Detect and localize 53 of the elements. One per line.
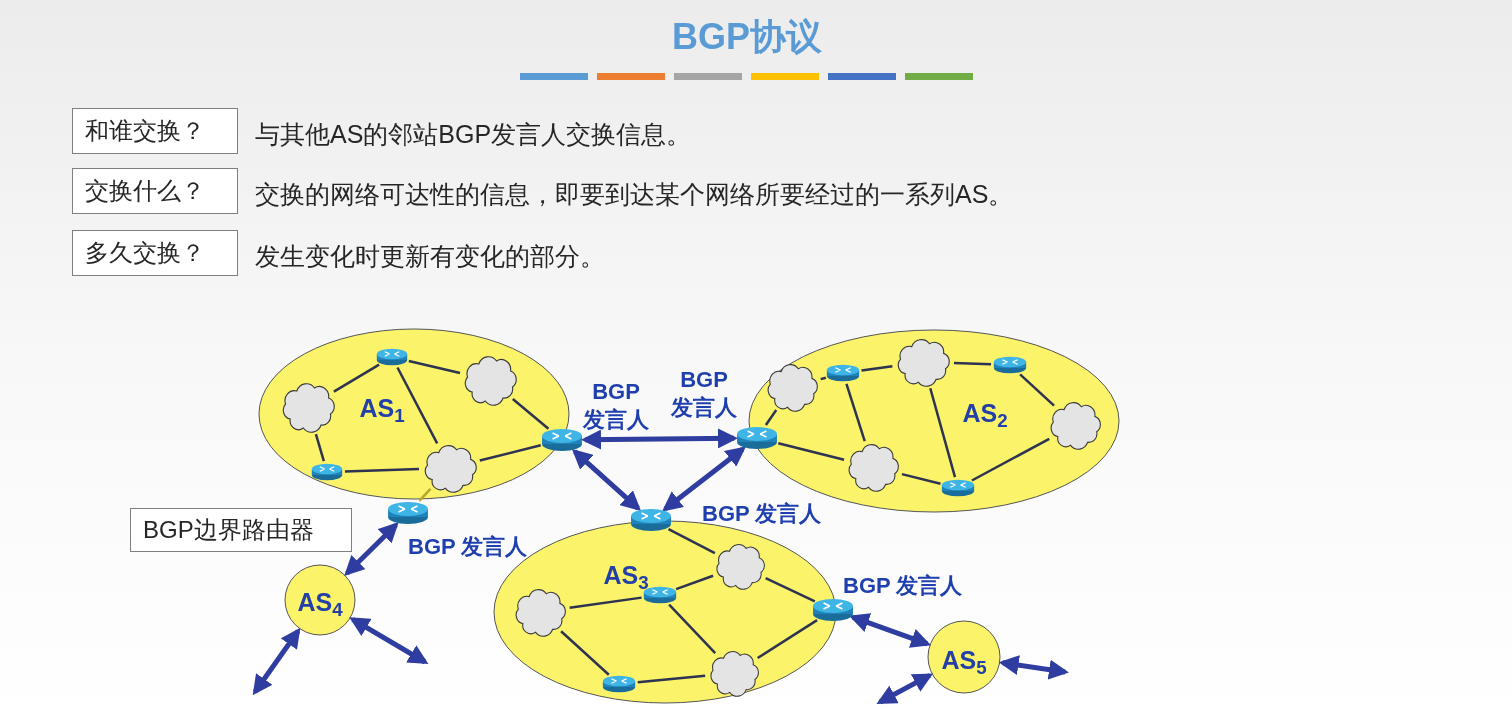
- label-box: BGP边界路由器: [130, 508, 352, 552]
- as-label: AS$_{2}$: [962, 400, 1008, 426]
- link-line: [901, 472, 941, 485]
- link-line: [569, 596, 642, 610]
- link-line: [314, 433, 326, 462]
- as-label: AS$_{1}$: [359, 395, 405, 421]
- link-line: [675, 574, 714, 591]
- speaker-label: BGP 发言人: [408, 533, 528, 561]
- link-line: [396, 366, 439, 444]
- link-line: [756, 619, 818, 659]
- as-label: AS$_{4}$: [297, 589, 343, 615]
- speaker-label: BGP 发言人: [670, 366, 738, 421]
- link-line: [764, 409, 778, 426]
- speaker-label: BGP 发言人: [843, 572, 963, 600]
- link-line: [1019, 373, 1055, 407]
- link-line: [953, 361, 992, 366]
- link-line: [820, 376, 827, 381]
- link-line: [667, 527, 716, 555]
- answer-text: 发生变化时更新有变化的部分。: [255, 241, 605, 272]
- link-line: [418, 488, 432, 502]
- as-label: AS$_{3}$: [603, 562, 649, 588]
- speaker-label: BGP 发言人: [702, 500, 822, 528]
- speaker-label: BGP 发言人: [582, 378, 650, 433]
- double-arrow: [998, 655, 1069, 680]
- question-box: 多久交换？: [72, 230, 238, 276]
- answer-text: 与其他AS的邻站BGP发言人交换信息。: [255, 119, 692, 150]
- title: BGP协议: [671, 15, 823, 59]
- double-arrow: [344, 522, 399, 577]
- link-line: [777, 442, 845, 461]
- double-arrow: [849, 613, 932, 648]
- double-arrow: [662, 446, 746, 512]
- link-line: [845, 383, 866, 442]
- link-line: [479, 444, 542, 462]
- double-arrow: [349, 617, 429, 665]
- link-line: [668, 603, 717, 655]
- link-line: [408, 359, 461, 375]
- link-line: [971, 437, 1050, 482]
- link-line: [929, 387, 957, 478]
- answer-text: 交换的网络可达性的信息，即要到达某个网络所要经过的一系列AS。: [255, 179, 1014, 210]
- link-line: [861, 364, 893, 372]
- double-arrow: [252, 627, 301, 696]
- link-line: [333, 363, 380, 393]
- link-line: [560, 630, 610, 676]
- link-line: [512, 398, 550, 430]
- double-arrow: [581, 428, 738, 450]
- link-line: [344, 467, 420, 473]
- double-arrow: [571, 448, 642, 512]
- as-label: AS$_{5}$: [941, 647, 987, 673]
- question-box: 交换什么？: [72, 168, 238, 214]
- double-arrow: [876, 673, 934, 705]
- link-line: [637, 674, 706, 684]
- link-line: [765, 577, 816, 603]
- question-box: 和谁交换？: [72, 108, 238, 154]
